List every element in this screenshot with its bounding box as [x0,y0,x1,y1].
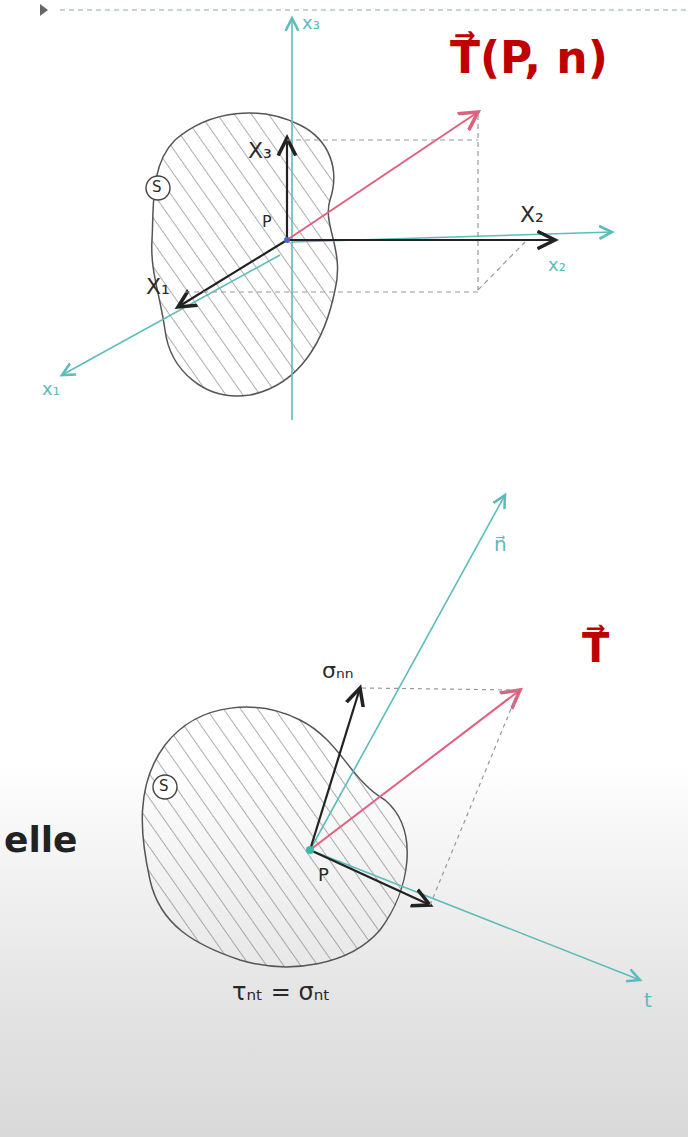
axis-label: X₂ [520,204,544,226]
surface-symbol: S [159,779,169,794]
point-label: P [262,214,272,230]
surface-symbol: S [152,180,162,195]
vector-label: T⃗ [572,622,619,674]
axis-label: t [644,990,652,1010]
slide-text: elle [4,822,78,858]
vector-label: T⃗(P, n) [440,30,618,86]
point-label: P [318,866,329,884]
axis-label: x₃ [302,14,320,32]
axis-label: n⃗ [494,534,507,554]
axis-label: X₁ [146,276,170,298]
stress-label: τₙₜ = σₙₜ [232,980,330,1004]
stress-label: σₙₙ [322,660,353,682]
axis-label: x₁ [42,380,60,398]
axis-label: X₃ [248,140,272,162]
axis-label: x₂ [548,256,566,274]
